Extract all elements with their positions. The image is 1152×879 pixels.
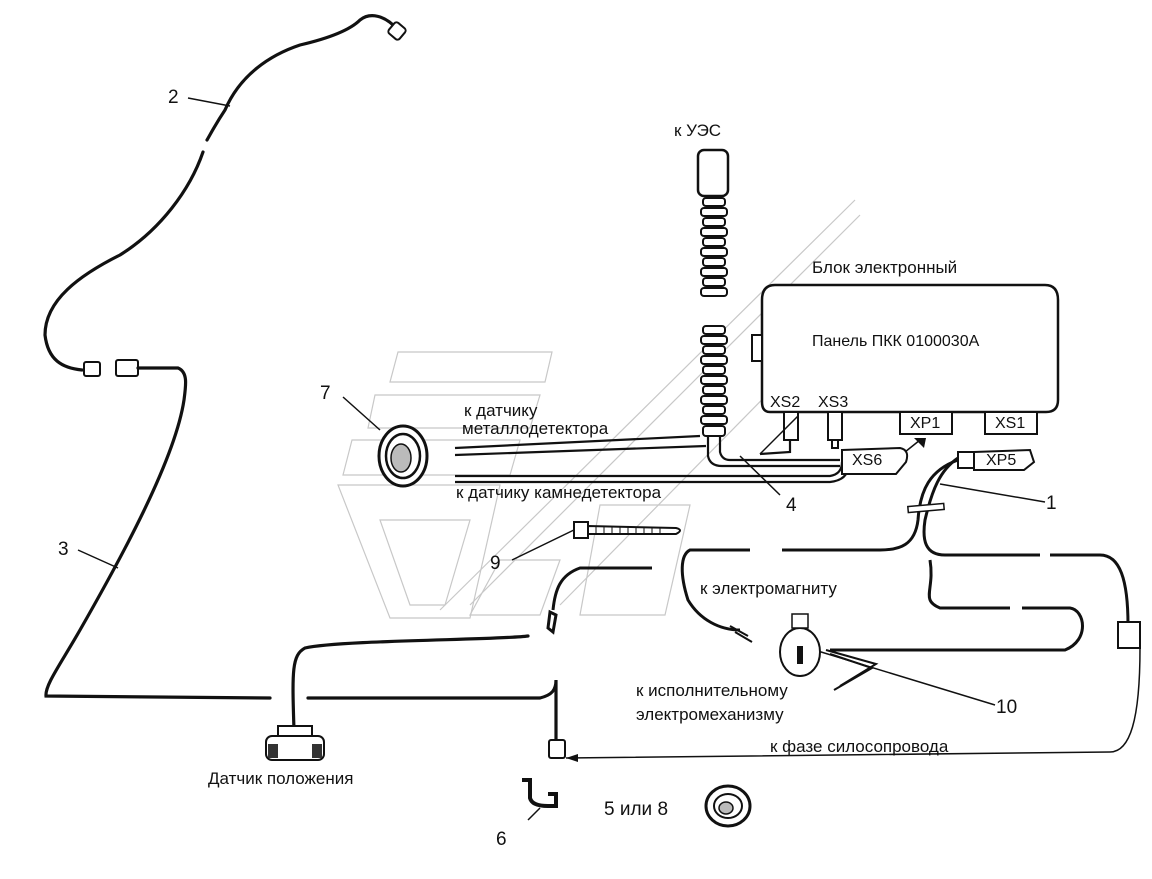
- callout-4: 4: [786, 495, 797, 516]
- cable-tie: [573, 521, 681, 539]
- label-electronic-block: Блок электронный: [812, 258, 958, 277]
- harness-1-clamp: [906, 502, 946, 514]
- label-to-silo-phase: к фазе силосопровода: [770, 737, 949, 756]
- callout-3: 3: [58, 539, 69, 560]
- leader-lines: [77, 97, 1141, 821]
- bracket-6: [522, 778, 558, 808]
- callout-1: 1: [1046, 493, 1057, 514]
- position-sensor: [265, 725, 325, 761]
- connector-xp1: XP1: [910, 415, 941, 432]
- label-to-electromagnet: к электромагниту: [700, 579, 837, 598]
- connector-xs1: XS1: [995, 415, 1026, 432]
- electronic-block: [751, 283, 1060, 449]
- label-to-metal-detector-2: металлодетектора: [462, 419, 609, 438]
- label-to-actuator-2: электромеханизму: [636, 705, 784, 724]
- grommet-7: [377, 424, 429, 488]
- label-panel: Панель ПКК 0100030А: [812, 333, 980, 350]
- label-to-stone-detector: к датчику камнедетектора: [456, 483, 662, 502]
- connector-xs3: XS3: [818, 394, 849, 411]
- callout-10: 10: [996, 697, 1018, 718]
- connector-xp5: XP5: [986, 452, 1017, 469]
- label-to-metal-detector-1: к датчику: [464, 401, 538, 420]
- silo-phase-terminal: [548, 739, 566, 759]
- cable-2: [43, 14, 400, 372]
- grommet-5-or-8: [704, 784, 752, 828]
- label-to-actuator-1: к исполнительному: [636, 681, 788, 700]
- silo-phase-plug: [1117, 621, 1141, 649]
- arrow-silo-phase: [566, 754, 578, 762]
- ues-corrugated-cable: [696, 148, 730, 437]
- callout-7: 7: [320, 383, 331, 404]
- harness-1: [546, 456, 1130, 652]
- label-to-ues: к УЭС: [674, 121, 722, 140]
- arrow-xp1: [914, 438, 926, 448]
- callout-2: 2: [168, 87, 179, 108]
- cable-2-tip: [387, 21, 407, 41]
- label-item-5-or-8: 5 или 8: [604, 799, 669, 820]
- label-position-sensor: Датчик положения: [208, 769, 354, 788]
- cable-3: [44, 366, 558, 744]
- connector-xs6: XS6: [852, 452, 883, 469]
- lamp-holder-10: [779, 613, 821, 677]
- xs6-plug: [841, 446, 909, 475]
- xp5-plug: [957, 448, 1036, 471]
- connector-xs2: XS2: [770, 394, 801, 411]
- cable-connector-pair: [83, 359, 139, 377]
- callout-9: 9: [490, 553, 501, 574]
- callout-6: 6: [496, 829, 507, 850]
